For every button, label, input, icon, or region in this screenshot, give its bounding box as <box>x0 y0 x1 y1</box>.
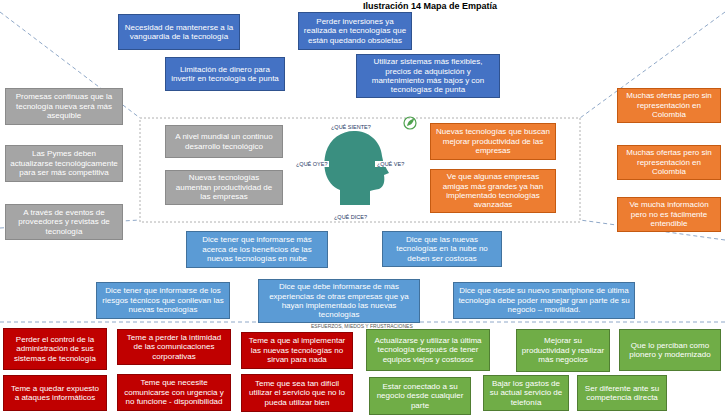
note-text: Ve mucha información pero no es fácilmen… <box>622 200 716 228</box>
empathy-note: Dice que las nuevas tecnologías en la nu… <box>382 231 502 267</box>
note-text: Utilizar sistemas más flexibles, precios… <box>361 57 495 95</box>
empathy-note: Actualizarse y utilizar la última tecnol… <box>366 329 490 371</box>
note-text: Nuevas tecnologías aumentan productivida… <box>170 173 278 201</box>
empathy-note: Dice que debe informarse de más experien… <box>258 279 420 323</box>
empathy-note: Limitación de dinero para invertir en te… <box>165 57 285 91</box>
note-text: Dice tener que informarse de los riesgos… <box>101 286 225 314</box>
quadrant-label: ¿QUÉ VE? <box>375 161 406 167</box>
empathy-note: A nivel mundial un continuo desarrollo t… <box>165 125 283 158</box>
note-text: A nivel mundial un continuo desarrollo t… <box>170 132 278 151</box>
empathy-note: Dice tener que informarse de los riesgos… <box>96 282 230 319</box>
note-text: Muchas ofertas pero sin representación e… <box>622 91 716 119</box>
empathy-note: Teme a perder la intimidad de las comuni… <box>117 329 231 365</box>
note-text: Ser diferente ante su competencia direct… <box>582 384 662 403</box>
note-text: Teme a perder la intimidad de las comuni… <box>122 333 226 361</box>
note-text: Limitación de dinero para invertir en te… <box>170 65 280 84</box>
empathy-note: Perder inversiones ya realizada en tecno… <box>298 12 412 50</box>
empathy-note: Estar conectado a su negocio desde cualq… <box>369 377 471 415</box>
note-text: Teme a quedar expuesto a ataques informá… <box>8 384 102 403</box>
note-text: Muchas ofertas pero sin representación e… <box>622 148 716 176</box>
head-illustration <box>324 117 416 205</box>
note-text: A través de eventos de proveedores y rev… <box>10 208 118 236</box>
note-text: Perder el control de la administración d… <box>8 335 102 363</box>
note-text: Estar conectado a su negocio desde cualq… <box>374 382 466 410</box>
note-text: Las Pymes deben actualizarse tecnológica… <box>10 149 118 177</box>
empathy-note: Teme a que al implementar las nuevas tec… <box>241 332 353 369</box>
note-text: Necesidad de mantenerse a la vanguardia … <box>123 23 235 42</box>
note-text: Nuevas tecnologías que buscan mejorar pr… <box>435 127 551 155</box>
empathy-note: Teme a quedar expuesto a ataques informá… <box>3 375 107 411</box>
empathy-note: Dice que desde su nuevo smartphone de úl… <box>453 282 635 319</box>
note-text: Dice tener que informarse más acerca de … <box>191 235 323 263</box>
empathy-note: Muchas ofertas pero sin representación e… <box>617 145 721 180</box>
note-text: Dice que desde su nuevo smartphone de úl… <box>458 286 630 314</box>
empathy-note: Ser diferente ante su competencia direct… <box>577 375 667 411</box>
empathy-note: Mejorar su productividad y realizar más … <box>516 329 610 372</box>
note-text: Actualizarse y utilizar la última tecnol… <box>371 336 485 364</box>
empathy-note: Necesidad de mantenerse a la vanguardia … <box>118 14 240 50</box>
figure-title: Ilustración 14 Mapa de Empatía <box>363 1 497 11</box>
note-text: Bajar los gastos de su actual servicio d… <box>488 379 564 407</box>
note-text: Que lo perciban como pionero y moderniza… <box>624 341 716 360</box>
empathy-note: Teme que necesite comunicarse con urgenc… <box>117 374 231 411</box>
empathy-note: Nuevas tecnologías que buscan mejorar pr… <box>430 123 556 160</box>
note-text: Teme a que al implementar las nuevas tec… <box>246 336 348 364</box>
note-text: Dice que las nuevas tecnologías en la nu… <box>387 235 497 263</box>
note-text: Teme que sea tan difícil utilizar el ser… <box>246 379 348 407</box>
empathy-note: Utilizar sistemas más flexibles, precios… <box>356 54 500 98</box>
empathy-note: Nuevas tecnologías aumentan productivida… <box>165 170 283 205</box>
empathy-note: Ve mucha información pero no es fácilmen… <box>617 197 721 232</box>
empathy-note: Muchas ofertas pero sin representación e… <box>617 88 721 123</box>
note-text: Promesas continuas que la tecnología nue… <box>10 92 118 120</box>
note-text: Ve que algunas empresas amigas más grand… <box>435 172 551 210</box>
empathy-note: Las Pymes deben actualizarse tecnológica… <box>5 145 123 182</box>
empathy-note: Bajar los gastos de su actual servicio d… <box>483 375 569 411</box>
empathy-note: Que lo perciban como pionero y moderniza… <box>619 329 721 371</box>
empathy-note: Teme que sea tan difícil utilizar el ser… <box>241 374 353 412</box>
empathy-note: A través de eventos de proveedores y rev… <box>5 204 123 240</box>
empathy-note: Dice tener que informarse más acerca de … <box>186 231 328 268</box>
empathy-note: Promesas continuas que la tecnología nue… <box>5 88 123 125</box>
quadrant-label: ¿QUÉ OYE? <box>294 161 329 167</box>
note-text: Perder inversiones ya realizada en tecno… <box>303 17 407 45</box>
note-text: Mejorar su productividad y realizar más … <box>521 336 605 364</box>
quadrant-label: ESFUERZOS, MIEDOS Y FRUSTRACIONES <box>309 323 415 329</box>
quadrant-label: ¿QUÉ DICE? <box>332 214 369 220</box>
empathy-note: Perder el control de la administración d… <box>3 328 107 370</box>
empathy-note: Ve que algunas empresas amigas más grand… <box>430 169 556 213</box>
note-text: Teme que necesite comunicarse con urgenc… <box>122 378 226 406</box>
note-text: Dice que debe informarse de más experien… <box>263 282 415 320</box>
quadrant-label: ¿QUÉ SIENTE? <box>329 124 373 130</box>
